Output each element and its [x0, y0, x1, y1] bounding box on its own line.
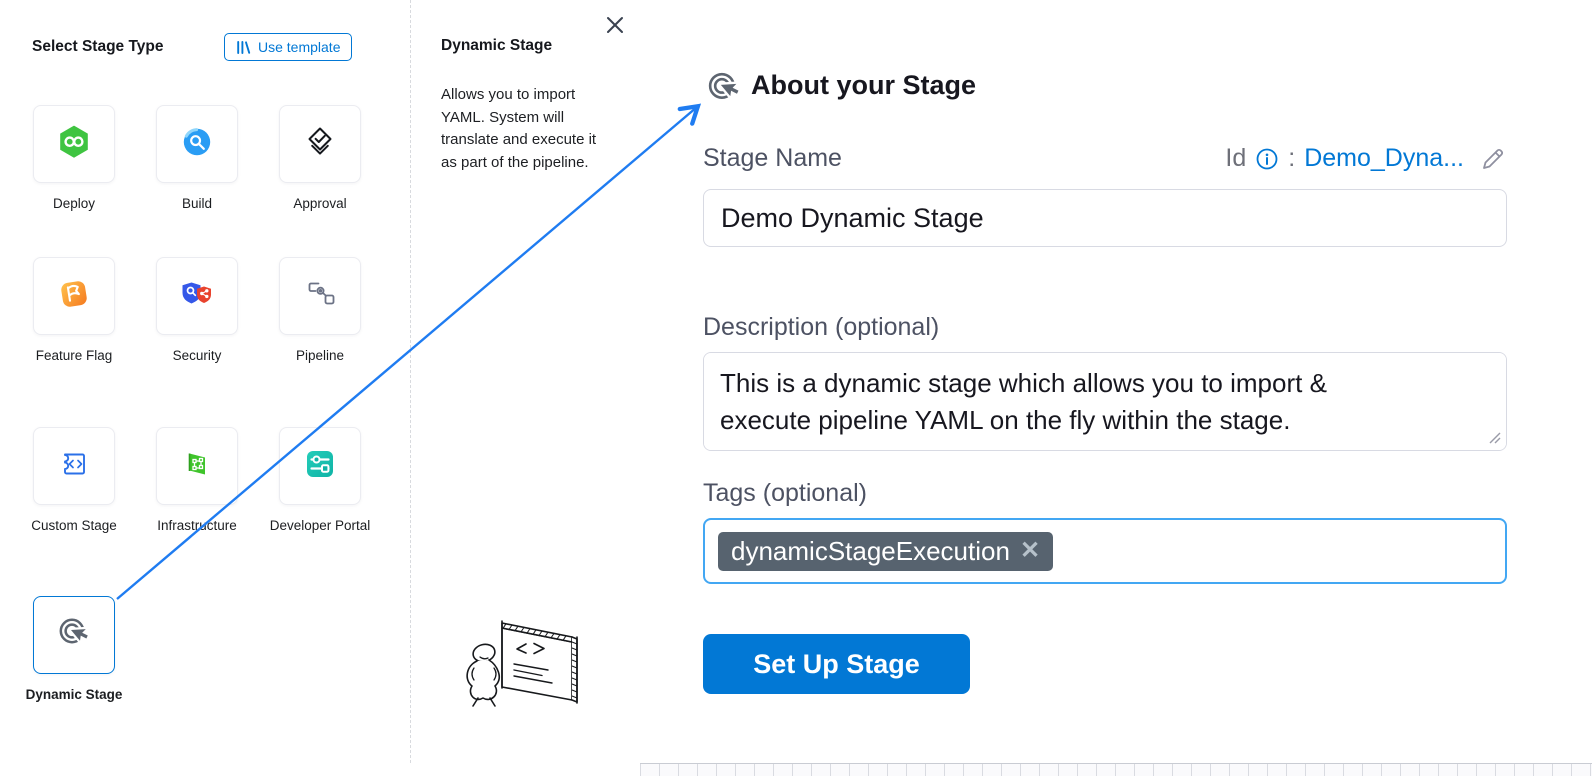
panel-separator [410, 0, 411, 763]
pipeline-canvas-ruler [640, 763, 1592, 776]
about-stage-icon [703, 67, 745, 114]
stage-name-row: Stage Name Id : Demo_Dyna... [703, 144, 1507, 173]
stage-card-dynamic-stage[interactable] [33, 596, 115, 674]
tags-input[interactable]: dynamicStageExecution ✕ [703, 518, 1507, 584]
id-separator: : [1288, 144, 1295, 173]
stage-id-cluster: Id : Demo_Dyna... [1225, 144, 1507, 173]
stage-name-label: Stage Name [703, 144, 842, 173]
tag-remove-icon[interactable]: ✕ [1020, 539, 1040, 563]
stage-card-approval[interactable] [279, 105, 361, 183]
stage-label-infrastructure: Infrastructure [137, 517, 257, 534]
stage-card-build[interactable] [156, 105, 238, 183]
pipeline-icon [300, 274, 340, 319]
id-value: Demo_Dyna... [1304, 144, 1464, 173]
presenter-illustration [444, 608, 599, 738]
stage-label-dynamic-stage: Dynamic Stage [14, 686, 134, 703]
stage-label-developer-portal: Developer Portal [260, 517, 380, 534]
description-label: Description (optional) [703, 313, 939, 342]
description-textarea[interactable]: This is a dynamic stage which allows you… [703, 352, 1507, 451]
stage-card-pipeline[interactable] [279, 257, 361, 335]
stage-card-infrastructure[interactable] [156, 427, 238, 505]
stage-card-deploy[interactable] [33, 105, 115, 183]
tag-chip-text: dynamicStageExecution [731, 536, 1010, 567]
deploy-icon [54, 122, 94, 167]
security-icon [177, 274, 217, 319]
tags-label: Tags (optional) [703, 479, 867, 508]
use-template-label: Use template [258, 39, 340, 55]
stage-label-security: Security [137, 347, 257, 364]
custom-stage-icon [54, 444, 94, 489]
stage-label-feature-flag: Feature Flag [14, 347, 134, 364]
info-icon[interactable] [1255, 147, 1279, 171]
stage-label-build: Build [137, 195, 257, 212]
infrastructure-icon [177, 444, 217, 489]
developer-portal-icon [300, 444, 340, 489]
set-up-stage-button[interactable]: Set Up Stage [703, 634, 970, 694]
stage-label-custom-stage: Custom Stage [14, 517, 134, 534]
id-label: Id [1225, 144, 1246, 173]
info-panel-description: Allows you to import YAML. System will t… [441, 84, 599, 174]
stage-label-approval: Approval [260, 195, 380, 212]
use-template-button[interactable]: Use template [224, 33, 352, 61]
stage-label-pipeline: Pipeline [260, 347, 380, 364]
stage-card-custom-stage[interactable] [33, 427, 115, 505]
pencil-icon[interactable] [1479, 145, 1507, 173]
stage-card-security[interactable] [156, 257, 238, 335]
close-icon[interactable] [604, 14, 626, 36]
stage-card-developer-portal[interactable] [279, 427, 361, 505]
stage-label-deploy: Deploy [14, 195, 134, 212]
stage-card-feature-flag[interactable] [33, 257, 115, 335]
tag-chip: dynamicStageExecution ✕ [718, 532, 1053, 571]
about-title: About your Stage [751, 70, 976, 101]
template-library-icon [236, 40, 251, 55]
approval-icon [300, 122, 340, 167]
feature-flag-icon [54, 274, 94, 319]
build-icon [177, 122, 217, 167]
select-stage-type-title: Select Stage Type [32, 38, 164, 56]
dynamic-stage-icon [54, 613, 94, 658]
stage-name-input[interactable] [703, 189, 1507, 247]
info-panel-title: Dynamic Stage [441, 37, 552, 55]
